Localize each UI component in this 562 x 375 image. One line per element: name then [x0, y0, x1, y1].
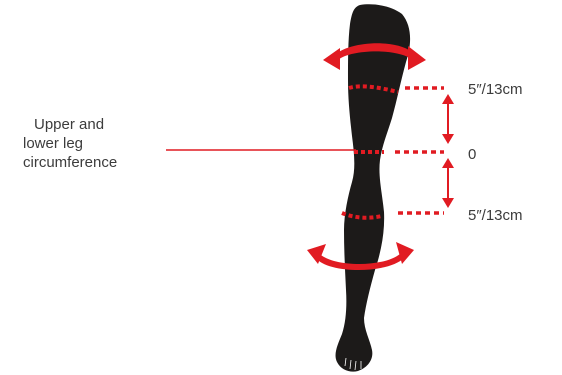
leg-silhouette: [336, 4, 411, 371]
mark-top-label: 5″/13cm: [468, 80, 523, 99]
callout-label-line2: lower leg: [23, 134, 83, 153]
upper-arrow-down: [442, 134, 454, 144]
leader-lines: [395, 88, 444, 213]
mark-bottom-label: 5″/13cm: [468, 206, 523, 225]
mark-zero-label: 0: [468, 145, 476, 164]
lower-arrow-up: [442, 158, 454, 168]
callout-label-line3: circumference: [23, 153, 117, 172]
lower-arrow-down: [442, 198, 454, 208]
upper-arrow-up: [442, 94, 454, 104]
callout-label-line1: Upper and: [34, 115, 104, 134]
